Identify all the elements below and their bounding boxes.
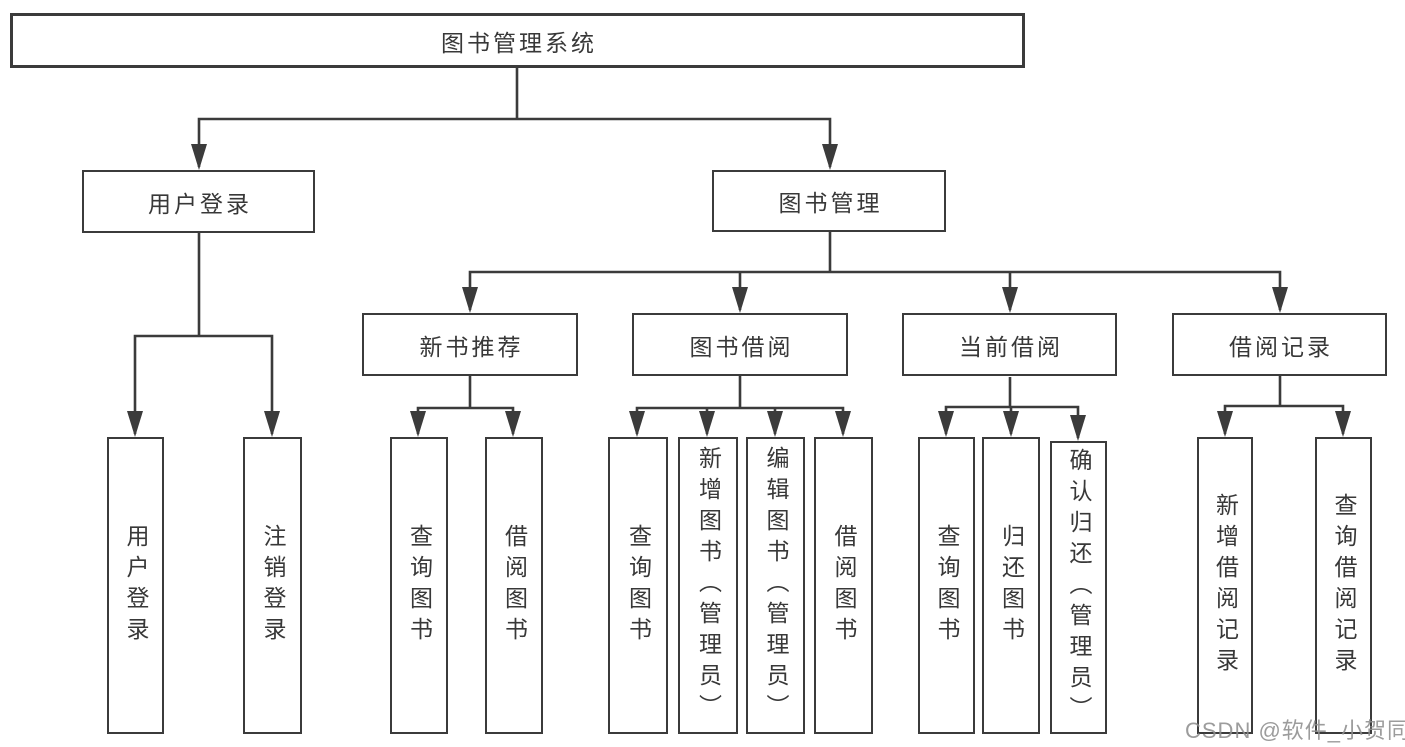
arrow-down-icon	[1002, 287, 1018, 313]
leaf-query-books-borrowing: 查询图书	[608, 437, 668, 734]
arrow-down-icon	[1335, 411, 1351, 437]
arrow-down-icon	[699, 411, 715, 437]
arrow-down-icon	[1070, 415, 1086, 441]
arrow-down-icon	[629, 411, 645, 437]
node-user-login: 用户登录	[82, 170, 315, 233]
connector-bookborrow-to-leaves	[635, 376, 845, 434]
arrow-down-icon	[410, 411, 426, 437]
arrow-down-icon	[1003, 411, 1019, 437]
arrow-down-icon	[767, 411, 783, 437]
leaf-add-book-admin: 新增图书（管理员）	[678, 437, 738, 734]
arrow-down-icon	[822, 144, 838, 170]
node-new-book-recommendation: 新书推荐	[362, 313, 578, 376]
leaf-user-login: 用户登录	[107, 437, 164, 734]
leaf-borrow-books-borrowing: 借阅图书	[814, 437, 873, 734]
arrow-down-icon	[191, 144, 207, 170]
arrow-down-icon	[938, 411, 954, 437]
leaf-edit-book-admin: 编辑图书（管理员）	[746, 437, 805, 734]
node-book-management: 图书管理	[712, 170, 946, 232]
arrow-down-icon	[1272, 287, 1288, 313]
leaf-query-books-recommend: 查询图书	[390, 437, 448, 734]
connector-newbook-to-leaves	[416, 376, 515, 434]
leaf-confirm-return-admin: 确认归还（管理员）	[1050, 441, 1107, 734]
arrow-down-icon	[264, 411, 280, 437]
csdn-watermark: CSDN @软件_小贺同学	[1185, 718, 1405, 743]
arrow-down-icon	[462, 287, 478, 313]
arrow-down-icon	[732, 287, 748, 313]
arrow-down-icon	[835, 411, 851, 437]
connector-records-to-leaves	[1223, 376, 1345, 434]
node-book-borrowing: 图书借阅	[632, 313, 848, 376]
arrowheads	[127, 144, 1351, 441]
node-library-management-system: 图书管理系统	[10, 13, 1025, 68]
node-current-borrowing: 当前借阅	[902, 313, 1117, 376]
connector-bookmgmt-to-level3	[468, 232, 1282, 310]
leaf-add-borrow-record: 新增借阅记录	[1197, 437, 1253, 734]
leaf-query-books-current: 查询图书	[918, 437, 975, 734]
leaf-logout: 注销登录	[243, 437, 302, 734]
node-borrowing-records: 借阅记录	[1172, 313, 1387, 376]
connector-root-to-level2	[197, 67, 832, 167]
arrow-down-icon	[505, 411, 521, 437]
connector-userlogin-to-leaves	[133, 233, 274, 434]
arrow-down-icon	[127, 411, 143, 437]
arrow-down-icon	[1217, 411, 1233, 437]
leaf-query-borrow-record: 查询借阅记录	[1315, 437, 1372, 734]
leaf-borrow-books-recommend: 借阅图书	[485, 437, 543, 734]
leaf-return-book: 归还图书	[982, 437, 1040, 734]
